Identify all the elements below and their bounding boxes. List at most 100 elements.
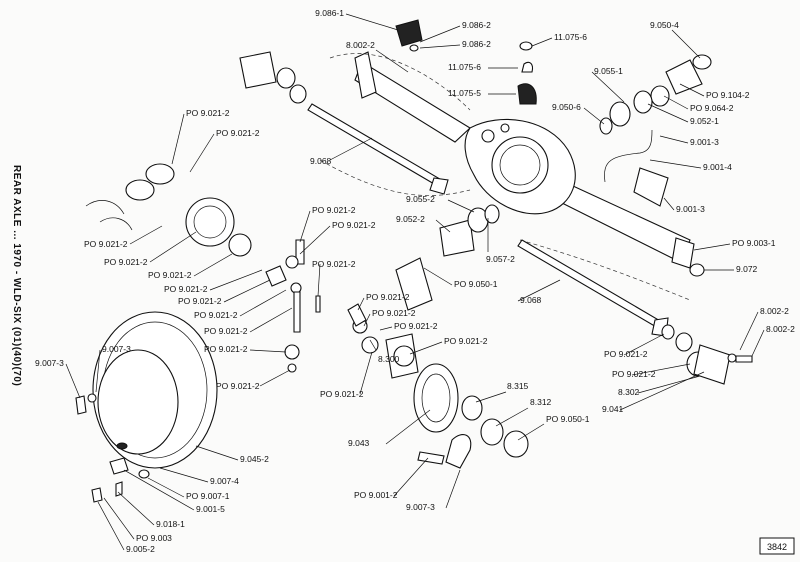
part-number-label: PO 9.021-2 (312, 259, 356, 269)
part-number-label: 8.315 (507, 381, 529, 391)
part-number-label: PO 9.021-2 (312, 205, 356, 215)
part-number-label: 9.057-2 (486, 254, 515, 264)
part-number-label: PO 9.021-2 (216, 128, 260, 138)
leader-line (495, 407, 529, 427)
leader-line (663, 197, 675, 211)
leader-line (375, 49, 409, 73)
part-number-label: 9.068 (310, 156, 332, 166)
part-number-label: 9.018-1 (156, 519, 185, 529)
leader-line (671, 29, 701, 59)
leader-line (223, 279, 271, 303)
leader-line (659, 135, 689, 144)
part-number-label: 8.002-2 (760, 306, 789, 316)
part-number-label: 9.001-3 (676, 204, 705, 214)
leader-line (123, 469, 195, 511)
part-number-label: 9.005-2 (126, 544, 155, 554)
part-number-label: 8.302 (618, 387, 640, 397)
leader-line (317, 263, 321, 297)
leader-line (147, 477, 185, 498)
axle-housing (319, 51, 695, 301)
leader-line (117, 491, 155, 526)
part-number-label: 9.007-4 (210, 476, 239, 486)
part-number-label: 11.075-6 (554, 32, 587, 42)
part-number-label: 8.300 (378, 354, 400, 364)
leader-line (159, 467, 209, 483)
leader-line (435, 219, 451, 233)
leader-line (619, 371, 705, 411)
part-number-label: 9.086-1 (315, 8, 344, 18)
part-number-label: PO 9.021-2 (612, 369, 656, 379)
part-number-label: 9.007-3 (35, 358, 64, 368)
leader-line (299, 210, 311, 243)
leader-line (517, 423, 545, 441)
part-number-label: 9.050-6 (552, 102, 581, 112)
page-number: 3842 (767, 542, 787, 552)
part-number-label: 9.055-1 (594, 66, 623, 76)
leader-line (95, 349, 101, 393)
part-number-label: PO 9.021-2 (148, 270, 192, 280)
part-number-label: PO 9.021-2 (84, 239, 128, 249)
leader-line (631, 363, 691, 376)
leader-line (363, 313, 371, 327)
side-title: REAR AXLE ... 1970 - WLD-SIX (01)(40)(70… (11, 165, 22, 386)
part-number-label: 9.050-4 (650, 20, 679, 30)
leader-line (423, 267, 453, 286)
leader-line (623, 333, 665, 356)
leader-line (647, 103, 689, 123)
part-number-label: 9.007-3 (406, 502, 435, 512)
leader-line (447, 199, 475, 213)
right-hub-group (661, 263, 753, 385)
part-number-label: PO 9.021-2 (204, 326, 248, 336)
part-number-label: PO 9.050-1 (546, 414, 590, 424)
leader-line (751, 329, 765, 357)
part-number-label: PO 9.021-2 (332, 220, 376, 230)
differential-group (347, 204, 529, 469)
part-number-label: PO 9.001-2 (354, 490, 398, 500)
leader-line (445, 469, 461, 509)
leader-line (583, 107, 605, 125)
leader-line (259, 369, 291, 387)
part-number-label: 9.001-4 (703, 162, 732, 172)
part-number-label: PO 9.021-2 (444, 336, 488, 346)
part-number-label: 8.312 (530, 397, 552, 407)
part-number-label: 8.002-2 (766, 324, 795, 334)
part-number-label: 9.041 (602, 404, 624, 414)
leader-line (739, 311, 759, 351)
leader-line (129, 225, 163, 245)
leader-line (357, 297, 365, 311)
leader-line (193, 253, 233, 277)
leader-line (239, 289, 287, 317)
part-number-label: 9.052-1 (690, 116, 719, 126)
part-number-label: 11.075-6 (448, 62, 481, 72)
part-number-label: PO 9.050-1 (454, 279, 498, 289)
carrier-group (85, 51, 321, 373)
leader-line (393, 457, 429, 497)
part-number-label: PO 9.003-1 (732, 238, 776, 248)
leader-line (103, 497, 135, 540)
leader-line (195, 445, 239, 461)
part-number-label: 9.001-3 (690, 137, 719, 147)
part-number-label: PO 9.021-2 (216, 381, 260, 391)
part-number-label: 9.068 (520, 295, 542, 305)
part-number-label: 11.075-5 (448, 88, 481, 98)
part-number-label: 8.002-2 (346, 40, 375, 50)
leader-line (419, 44, 461, 49)
page-number-box (759, 537, 795, 555)
leader-line (249, 349, 287, 353)
leader-line (679, 83, 705, 97)
part-number-label: PO 9.021-2 (194, 310, 238, 320)
part-number-label: PO 9.021-2 (204, 344, 248, 354)
leader-line (379, 326, 393, 331)
part-number-label: PO 9.021-2 (394, 321, 438, 331)
part-number-label: PO 9.021-2 (372, 308, 416, 318)
part-number-label: 9.086-2 (462, 39, 491, 49)
part-number-label: PO 9.104-2 (706, 90, 750, 100)
callout-labels: 9.086-19.086-29.086-28.002-211.075-611.0… (35, 8, 795, 554)
leader-line (385, 409, 431, 445)
part-number-label: PO 9.003 (136, 533, 172, 543)
leader-line (345, 13, 399, 31)
leader-line (663, 95, 689, 110)
leader-line (149, 231, 197, 263)
